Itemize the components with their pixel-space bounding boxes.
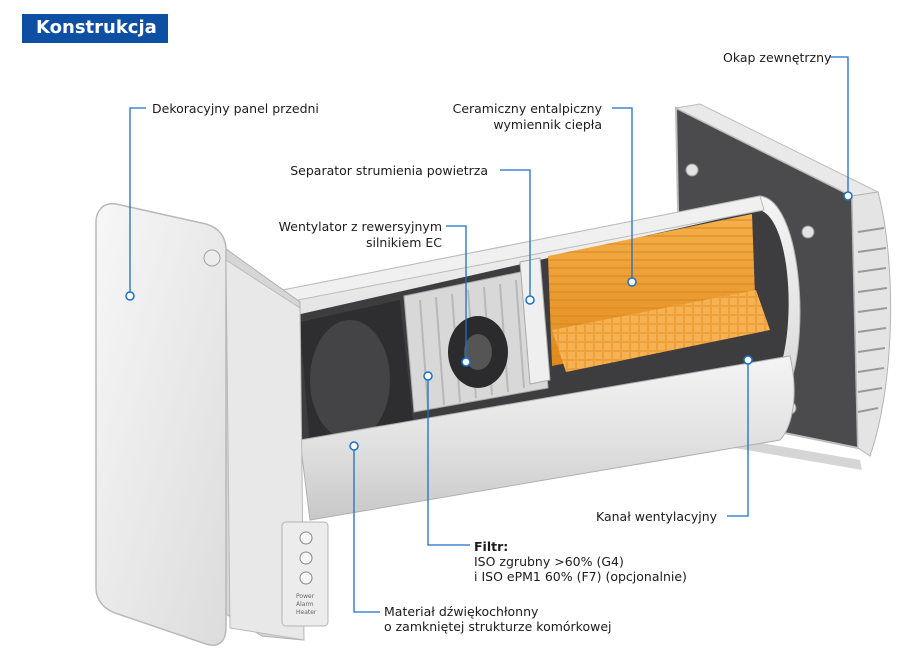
label-insulation-1: Materiał dźwiękochłonny	[384, 604, 539, 619]
indicator-heater: Heater	[296, 609, 317, 616]
label-exterior-hood: Okap zewnętrzny	[723, 50, 832, 65]
label-insulation-2: o zamkniętej strukturze komórkowej	[384, 619, 612, 634]
label-heat-exchanger-1: Ceramiczny entalpiczny	[452, 101, 602, 116]
label-front-panel: Dekoracyjny panel przedni	[152, 101, 319, 116]
label-fan-1: Wentylator z rewersyjnym	[278, 219, 442, 234]
front-panel	[95, 202, 329, 646]
callout-markers	[125, 191, 853, 451]
indicator-alarm: Alarm	[296, 601, 314, 608]
label-filter-2: i ISO ePM1 60% (F7) (opcjonalnie)	[474, 569, 687, 584]
title-banner: Konstrukcja	[22, 14, 168, 43]
leader-lines	[129, 56, 849, 613]
label-duct: Kanał wentylacyjny	[596, 509, 718, 524]
title: Konstrukcja	[36, 17, 157, 38]
label-fan-2: silnikiem EC	[365, 235, 442, 250]
air-separator	[519, 257, 551, 385]
sound-insulation	[300, 300, 414, 448]
label-air-separator: Separator strumienia powietrza	[290, 163, 488, 178]
label-filter-1: ISO zgrubny >60% (G4)	[474, 554, 624, 569]
fan-assembly	[403, 267, 549, 413]
label-heat-exchanger-2: wymiennik ciepła	[493, 117, 602, 132]
indicator-power: Power	[296, 593, 315, 600]
heat-exchanger	[548, 214, 770, 372]
label-filter-title: Filtr:	[474, 539, 509, 554]
duct-lower-wall	[299, 355, 795, 521]
